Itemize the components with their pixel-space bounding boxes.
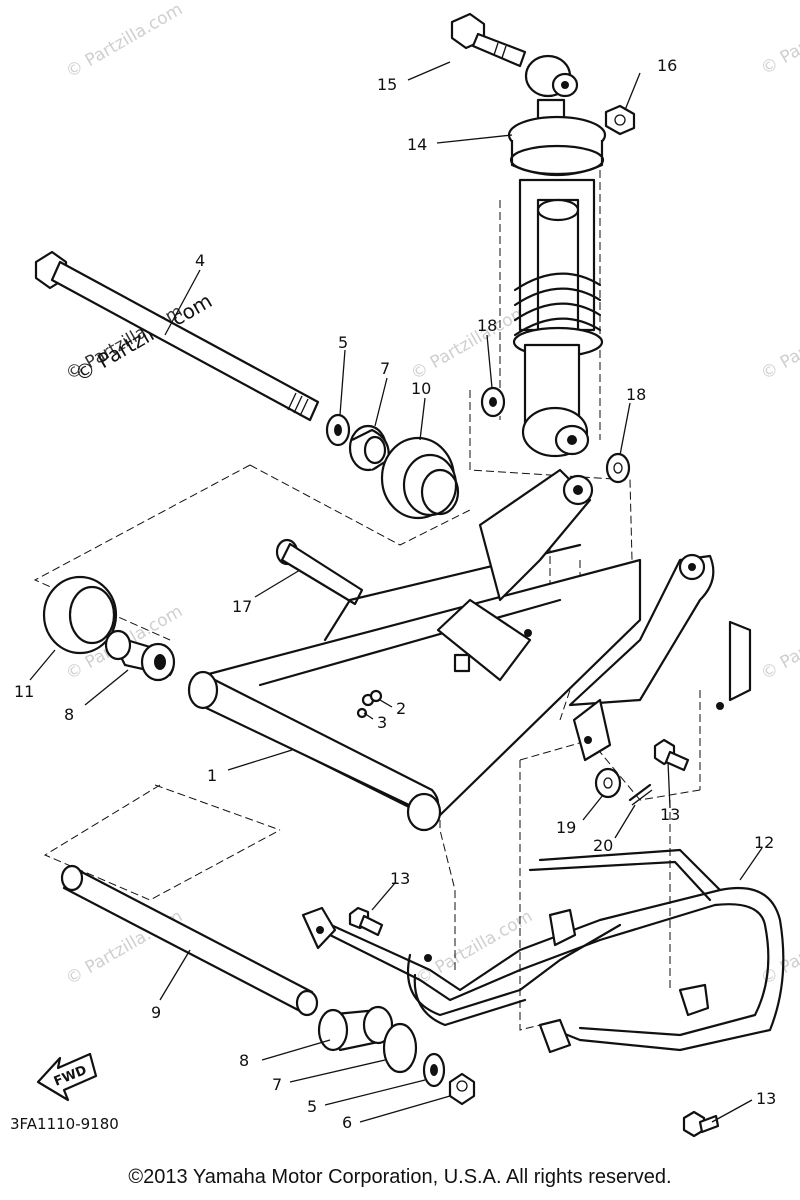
watermark: © Partzilla.com: [758, 0, 800, 79]
callout-6: 6: [342, 1113, 352, 1132]
rear-arm: [187, 468, 752, 832]
forward-direction-arrow: FWD: [36, 1052, 98, 1102]
watermark: © Partzilla.com: [758, 301, 800, 384]
callout-8-lower: 8: [239, 1051, 249, 1070]
callout-3: 3: [377, 713, 387, 732]
callout-7-lower: 7: [272, 1075, 282, 1094]
shock-upper-nut: [604, 104, 636, 136]
copyright-notice: ©2013 Yamaha Motor Corporation, U.S.A. A…: [128, 1166, 672, 1188]
leader-lines: [29, 61, 763, 1123]
watermark: © Partzilla.com: [413, 906, 537, 989]
callout-18-right: 18: [626, 385, 646, 404]
washer-and-pin: [594, 767, 653, 806]
shock-upper-bolt: [450, 12, 527, 68]
callout-13-bottom: 13: [756, 1089, 776, 1108]
callouts: 15 16 14 4 5 7 10 18 18 17 11 8 2 3 1 9 …: [14, 56, 776, 1132]
callout-15: 15: [377, 75, 397, 94]
callout-14: 14: [407, 135, 427, 154]
callout-5-upper: 5: [338, 333, 348, 352]
grease-nipple-parts: [356, 689, 383, 719]
callout-10: 10: [411, 379, 431, 398]
callout-13-left: 13: [390, 869, 410, 888]
callout-13-right: 13: [660, 805, 680, 824]
callout-8-upper: 8: [64, 705, 74, 724]
callout-12: 12: [754, 833, 774, 852]
collar-pin: [275, 538, 364, 606]
callout-20: 20: [593, 836, 613, 855]
upper-pivot-bushings: [325, 413, 460, 520]
pipe: [60, 864, 319, 1017]
left-pivot-bushings: [42, 575, 176, 682]
callout-16: 16: [657, 56, 677, 75]
callout-18-left: 18: [477, 316, 497, 335]
callout-4: 4: [195, 251, 205, 270]
bolts: [348, 738, 720, 1138]
callout-5-lower: 5: [307, 1097, 317, 1116]
watermark: © Partzilla.com: [758, 601, 800, 684]
assembly-guide-lines: [33, 170, 701, 1031]
callout-19: 19: [556, 818, 576, 837]
callout-9: 9: [151, 1003, 161, 1022]
lower-pivot-bushings: [317, 1005, 476, 1106]
callout-2: 2: [396, 699, 406, 718]
callout-11: 11: [14, 682, 34, 701]
watermark: © Partzilla.com: [63, 0, 187, 82]
rear-guard-frame: [301, 848, 785, 1054]
rear-shock-absorber: [507, 54, 607, 458]
shock-washers: [480, 386, 631, 484]
pivot-shaft: [34, 250, 320, 422]
watermark: © Partzilla.com: [408, 301, 532, 384]
callout-17: 17: [232, 597, 252, 616]
callout-7-upper: 7: [380, 359, 390, 378]
drawing-number: 3FA1110-9180: [10, 1115, 119, 1133]
callout-1: 1: [207, 766, 217, 785]
